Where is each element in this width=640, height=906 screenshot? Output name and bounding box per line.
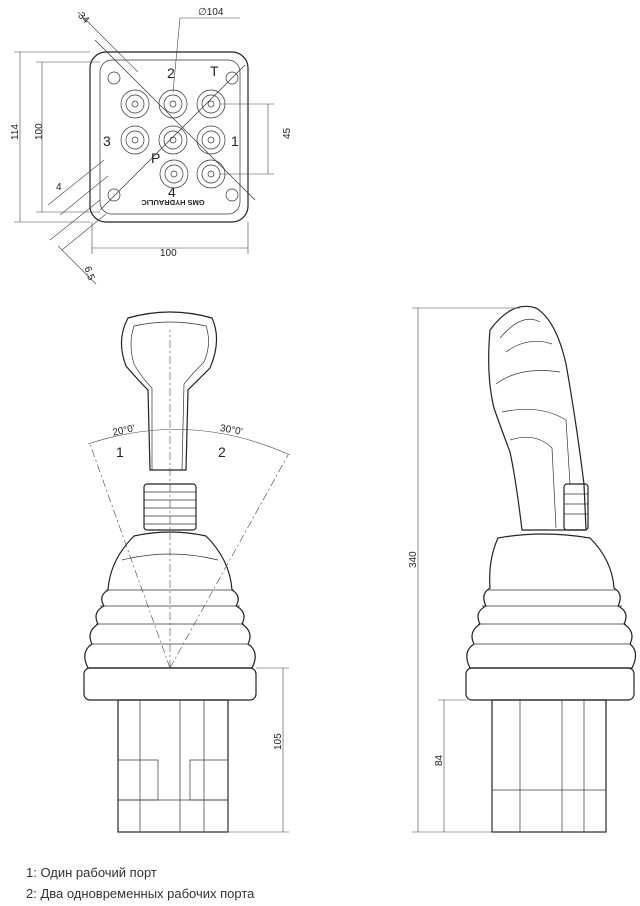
angle-right: 30°0' <box>219 423 243 438</box>
side-view: 340 84 <box>408 305 637 833</box>
front-view: 20°0' 30°0' 1 2 105 <box>83 311 291 833</box>
housing-inner <box>99 59 241 215</box>
port-label-3: 3 <box>103 133 111 149</box>
housing-outer <box>89 51 249 223</box>
side-handle <box>488 305 587 531</box>
bolt-hole <box>225 188 239 202</box>
dim-100-vertical: 100 <box>34 123 45 140</box>
bolt-hole <box>107 71 121 85</box>
bolt-hole <box>225 71 239 85</box>
dim-340: 340 <box>408 551 419 568</box>
dim-84: 84 <box>434 754 445 766</box>
port-label-t: T <box>210 63 219 79</box>
handle-grip <box>120 311 218 471</box>
side-valve-body <box>491 699 607 833</box>
port-fitting <box>159 159 189 189</box>
brand-text: GMS HYDRAULIC <box>141 198 205 207</box>
zone-label-2: 2 <box>218 444 226 460</box>
dim-4: 4 <box>56 182 62 193</box>
valve-body <box>117 699 229 833</box>
bolt-hole <box>107 188 121 202</box>
port-fitting <box>158 125 188 155</box>
port-fitting <box>120 89 150 119</box>
dim-45: 45 <box>282 127 293 139</box>
port-fitting <box>158 89 188 119</box>
port-label-p: P <box>151 150 160 166</box>
legend-item-2: 2: Два одновременных рабочих порта <box>26 886 255 901</box>
legend-item-1: 1: Один рабочий порт <box>26 865 157 880</box>
side-base-flange <box>465 667 635 701</box>
port-fitting <box>120 125 150 155</box>
zone-label-1: 1 <box>116 444 124 460</box>
dim-114: 114 <box>10 124 21 140</box>
legend: 1: Один рабочий порт 2: Два одновременны… <box>26 862 254 904</box>
top-view: 2 T 3 1 P 4 GMS HYDRAULIC 114 100 45 100… <box>10 7 293 285</box>
base-flange <box>83 667 257 701</box>
dim-100-horizontal: 100 <box>160 248 177 259</box>
dim-34: 34 <box>75 10 91 26</box>
port-fitting <box>196 125 226 155</box>
dim-diameter-104: ∅104 <box>198 7 224 18</box>
dim-6-5: 6.5 <box>81 265 96 282</box>
dim-105: 105 <box>273 733 284 750</box>
side-bellows <box>466 533 637 669</box>
angle-left: 20°0' <box>112 423 136 438</box>
side-collar <box>563 483 589 531</box>
bellows <box>84 531 256 669</box>
port-label-1: 1 <box>231 133 239 149</box>
port-label-4: 4 <box>168 184 176 200</box>
port-label-2: 2 <box>167 65 175 81</box>
